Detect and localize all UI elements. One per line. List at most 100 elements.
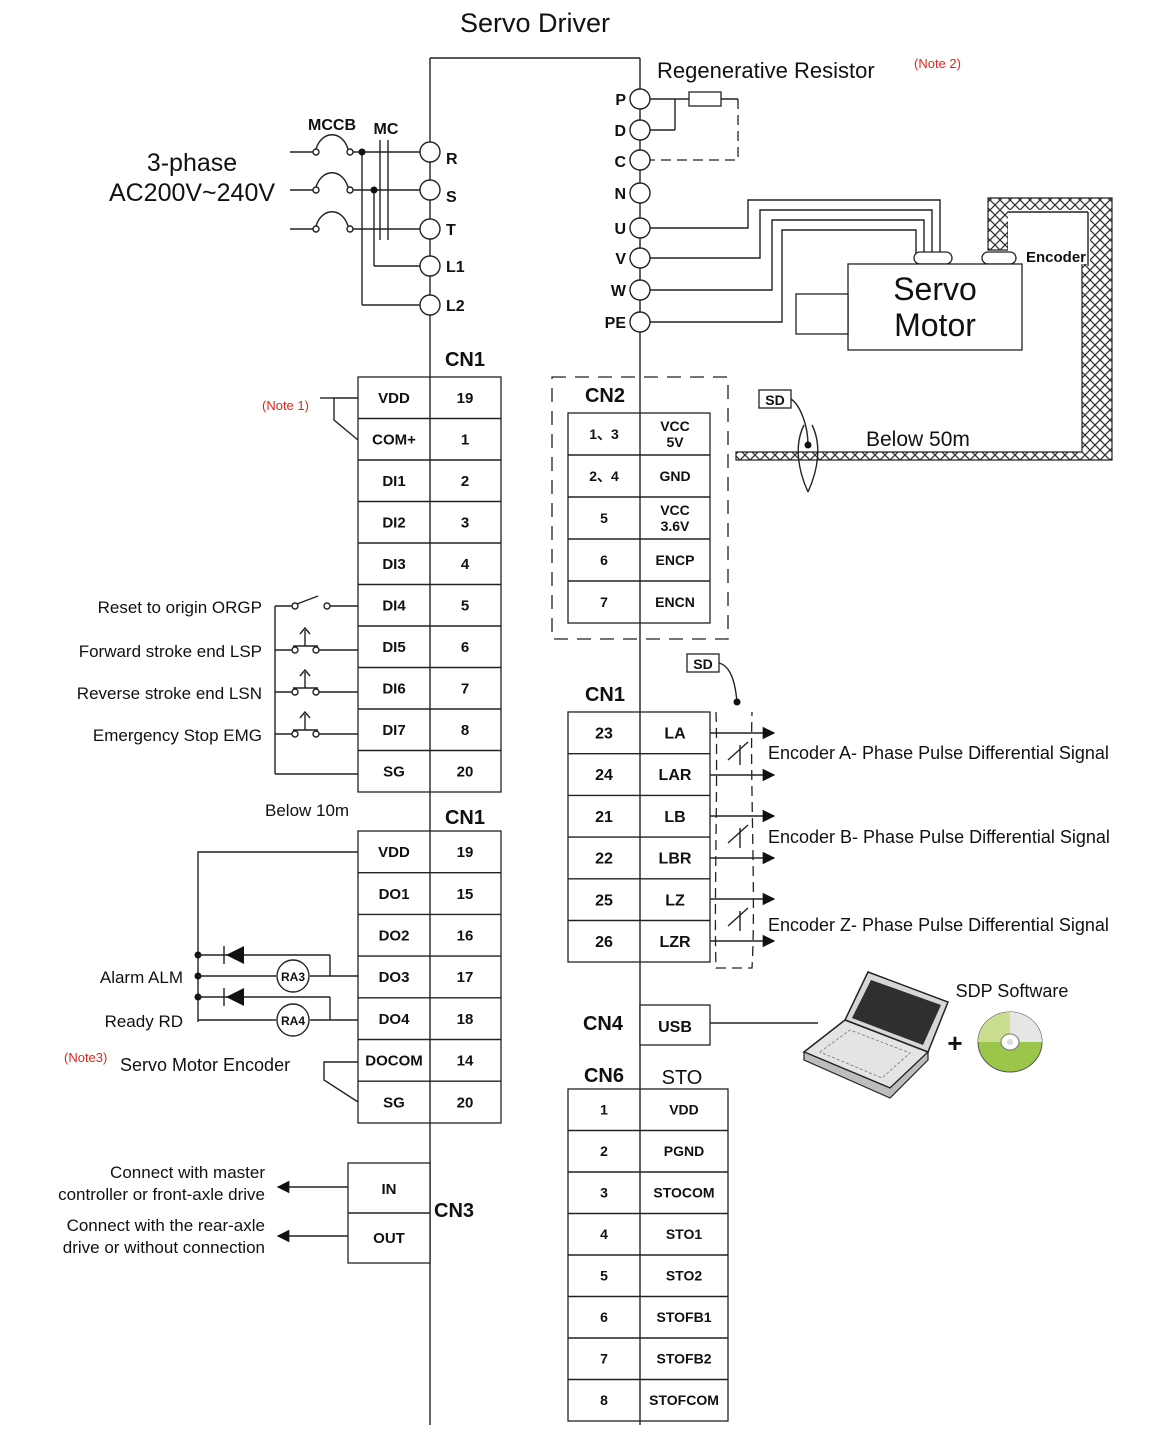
cn3-in-desc1: Connect with master — [110, 1163, 265, 1182]
terminal-n-label: N — [614, 186, 626, 203]
cn1-output-pin-2: 16 — [457, 928, 474, 945]
sdp-software-label: SDP Software — [956, 981, 1069, 1001]
alarm-alm-label: Alarm ALM — [100, 968, 183, 987]
cn2-title: CN2 — [585, 385, 625, 407]
cn1-output-pin-6: 20 — [457, 1094, 474, 1111]
encoder-twisted-shield — [714, 711, 755, 969]
signal-lsn: Reverse stroke end LSN — [77, 684, 262, 703]
terminal-t — [419, 218, 441, 240]
cn6-name-7: STOFCOM — [649, 1392, 719, 1408]
cn1-encoder-pin-3: 22 — [595, 851, 613, 868]
encoder-b-signal: Encoder B- Phase Pulse Differential Sign… — [768, 827, 1110, 847]
terminal-c-label: C — [614, 154, 626, 171]
cn3-in-label: IN — [382, 1181, 397, 1198]
terminal-v-label: V — [615, 251, 626, 268]
servo-motor-line2: Motor — [894, 307, 976, 343]
below-50m-label: Below 50m — [866, 428, 970, 451]
encoder-a-signal: Encoder A- Phase Pulse Differential Sign… — [768, 743, 1109, 763]
motor-terminals — [629, 88, 651, 333]
terminal-s-label: S — [446, 189, 457, 206]
cn1-input-pin-9: 20 — [457, 764, 474, 781]
regen-note: (Note 2) — [914, 56, 961, 71]
cn1-input-pin-4: 4 — [461, 556, 470, 573]
diagram-title: Servo Driver — [460, 8, 610, 38]
encoder-cable-shield — [735, 197, 1113, 461]
cn1-encoder-pin-4: 25 — [595, 892, 613, 909]
servo-motor-shaft — [795, 293, 849, 335]
regen-resistor — [688, 91, 722, 107]
cn6-pin-1: 2 — [600, 1143, 608, 1159]
cn2-pin-1: 2、4 — [589, 468, 619, 484]
motor-power-wires — [650, 199, 953, 323]
cn1-input-pin-7: 7 — [461, 681, 469, 698]
cn2-name1-1: GND — [659, 468, 690, 484]
cn6-name-2: STOCOM — [653, 1185, 714, 1201]
cn1-output-name-2: DO2 — [379, 928, 410, 945]
mccb-label: MCCB — [308, 117, 356, 134]
servo-motor-line1: Servo — [893, 271, 977, 307]
cn2-pin-2: 5 — [600, 510, 608, 526]
sd-label-bottom: SD — [693, 656, 712, 672]
cn1-encoder-name-2: LB — [664, 809, 685, 826]
cn6-pin-6: 7 — [600, 1351, 608, 1367]
cn6-name-3: STO1 — [666, 1226, 703, 1242]
plus-sign: + — [947, 1028, 962, 1058]
terminal-l1-label: L1 — [446, 259, 465, 276]
cn2-name2-0: 5V — [666, 434, 684, 450]
cn1-input-name-9: SG — [383, 764, 405, 781]
relay-ra3 — [276, 959, 310, 993]
cn3-title: CN3 — [434, 1200, 474, 1222]
cn1-output-pin-5: 14 — [457, 1053, 474, 1070]
cn1-output-name-4: DO4 — [379, 1011, 411, 1028]
servo-encoder-note: Servo Motor Encoder — [120, 1055, 290, 1075]
cn1-input-pin-8: 8 — [461, 722, 469, 739]
terminal-l1 — [419, 255, 441, 277]
mc-contactor — [353, 140, 420, 306]
cn1-input-name-3: DI2 — [382, 515, 405, 532]
cn1-input-pin-5: 5 — [461, 598, 469, 615]
note1-label: (Note 1) — [262, 398, 309, 413]
cn1-encoder-name-3: LBR — [659, 851, 692, 868]
cn1-input-name-0: VDD — [378, 390, 410, 407]
cn1-input-title: CN1 — [445, 349, 485, 371]
cn2-name2-2: 3.6V — [661, 518, 690, 534]
sd-label-top: SD — [765, 392, 784, 408]
below-10m-label: Below 10m — [265, 801, 349, 820]
terminal-r — [419, 141, 441, 163]
cn1-encoder-name-4: LZ — [665, 892, 685, 909]
cn1-input-name-1: COM+ — [372, 432, 416, 449]
cn1-output-pin-0: 19 — [457, 844, 474, 861]
terminal-t-label: T — [446, 222, 456, 239]
cn1-encoder-name-1: LAR — [659, 767, 692, 784]
relay-ra4 — [276, 1003, 310, 1037]
usb-label: USB — [658, 1019, 692, 1036]
relay-ra3-label: RA3 — [281, 970, 305, 984]
cn1-output-pin-3: 17 — [457, 969, 474, 986]
cn6-pin-7: 8 — [600, 1392, 608, 1408]
di-switches — [274, 595, 358, 775]
terminal-r-label: R — [446, 151, 458, 168]
cn1-input-name-4: DI3 — [382, 556, 405, 573]
cn2-pin-4: 7 — [600, 594, 608, 610]
cn1-output-name-1: DO1 — [379, 886, 410, 903]
cn4-block: CN4 USB SDP Software + — [583, 971, 1069, 1099]
cd-disc-icon — [977, 1011, 1043, 1073]
laptop-icon — [802, 971, 949, 1099]
cn2-pin-3: 6 — [600, 552, 608, 568]
power-input-line2: AC200V~240V — [109, 179, 275, 207]
cn1-output-name-0: VDD — [378, 844, 410, 861]
cn1-output-name-6: SG — [383, 1094, 405, 1111]
cn1-output-name-3: DO3 — [379, 969, 410, 986]
terminal-l2-label: L2 — [446, 298, 465, 315]
cn3-block: IN OUT CN3 Connect with master controlle… — [58, 1162, 474, 1264]
cn6-name-5: STOFB1 — [657, 1309, 712, 1325]
cn1-input-name-5: DI4 — [382, 598, 406, 615]
cn4-title: CN4 — [583, 1013, 624, 1035]
cn6-title: CN6 — [584, 1065, 624, 1087]
cn3-out-label: OUT — [373, 1230, 405, 1247]
encoder-connector — [981, 251, 1017, 265]
cn1-encoder-name-0: LA — [664, 725, 686, 742]
cn1-encoder-pin-5: 26 — [595, 934, 613, 951]
